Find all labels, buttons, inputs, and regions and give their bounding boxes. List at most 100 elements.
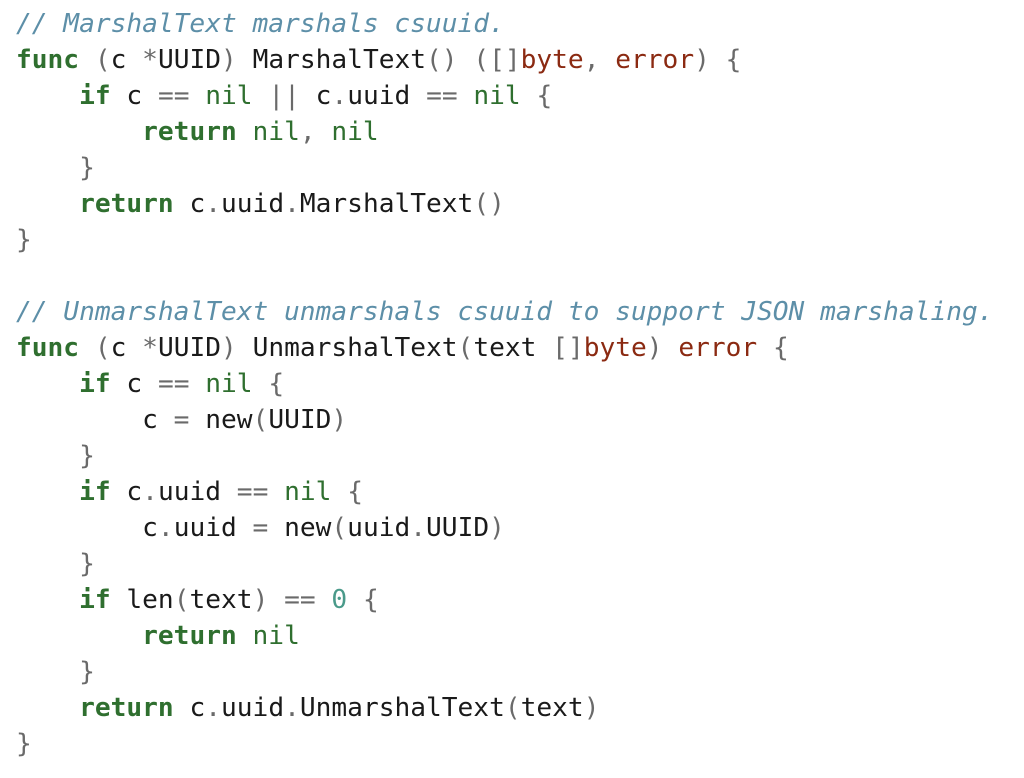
code-punctuation: ( <box>173 585 190 615</box>
code-line: } <box>16 150 1024 186</box>
code-blank-line <box>16 258 1024 294</box>
code-identifier: uuid <box>347 513 411 543</box>
code-type: error <box>678 333 758 363</box>
code-line: if len(text) == 0 { <box>16 582 1024 618</box>
code-nil-literal: nil <box>205 81 253 111</box>
code-keyword: return <box>79 693 174 723</box>
code-view[interactable]: // MarshalText marshals csuuid.func (c *… <box>16 6 1024 778</box>
code-punctuation: { <box>347 585 379 615</box>
code-keyword: func <box>16 333 80 363</box>
code-identifier: uuid <box>173 513 253 543</box>
code-identifier: c <box>315 81 332 111</box>
code-line: return c.uuid.MarshalText() <box>16 186 1024 222</box>
code-punctuation: ( <box>79 333 111 363</box>
code-punctuation: . <box>284 693 300 723</box>
code-identifier: c <box>173 189 206 219</box>
code-identifier <box>16 369 79 399</box>
code-identifier: UnmarshalText <box>299 693 505 723</box>
code-punctuation: ) <box>646 333 679 363</box>
code-punctuation: . <box>331 81 348 111</box>
code-nil-literal: nil <box>252 117 300 147</box>
code-keyword: return <box>79 189 174 219</box>
code-identifier: new <box>189 405 253 435</box>
code-type: error <box>615 45 695 75</box>
code-punctuation: = <box>252 513 269 543</box>
code-identifier <box>16 441 79 471</box>
code-identifier: c <box>110 369 158 399</box>
code-identifier: text <box>473 333 553 363</box>
code-line: if c == nil || c.uuid == nil { <box>16 78 1024 114</box>
code-keyword: if <box>79 369 111 399</box>
code-identifier <box>16 585 79 615</box>
code-identifier: uuid <box>221 693 285 723</box>
code-punctuation: . <box>142 477 158 507</box>
code-punctuation: { <box>252 369 285 399</box>
code-punctuation: } <box>16 225 32 255</box>
code-identifier <box>16 189 79 219</box>
code-punctuation: . <box>205 693 222 723</box>
code-identifier <box>16 549 79 579</box>
code-punctuation: == <box>426 81 458 111</box>
code-line: if c.uuid == nil { <box>16 474 1024 510</box>
code-identifier <box>458 81 474 111</box>
code-nil-literal: nil <box>473 81 521 111</box>
code-line: c.uuid = new(uuid.UUID) <box>16 510 1024 546</box>
code-keyword: func <box>16 45 80 75</box>
code-line: } <box>16 546 1024 582</box>
code-punctuation: ) <box>221 333 253 363</box>
code-punctuation: * <box>142 45 158 75</box>
code-keyword: return <box>142 621 237 651</box>
code-type: byte <box>583 333 647 363</box>
code-identifier <box>16 81 79 111</box>
code-line: func (c *UUID) UnmarshalText(text []byte… <box>16 330 1024 366</box>
code-keyword: return <box>142 117 237 147</box>
code-punctuation: ) <box>489 513 505 543</box>
code-punctuation: ( <box>252 405 269 435</box>
code-punctuation: || <box>252 81 316 111</box>
code-punctuation: } <box>79 549 95 579</box>
code-line: return c.uuid.UnmarshalText(text) <box>16 690 1024 726</box>
code-identifier: uuid <box>221 189 285 219</box>
code-identifier <box>16 693 79 723</box>
code-punctuation: , <box>299 117 332 147</box>
code-identifier: c <box>173 693 206 723</box>
code-identifier: c <box>110 81 158 111</box>
code-identifier <box>237 621 253 651</box>
code-identifier: uuid <box>157 477 237 507</box>
code-identifier: c <box>110 45 143 75</box>
code-punctuation: } <box>16 729 32 759</box>
code-punctuation: { <box>757 333 789 363</box>
code-punctuation: == <box>157 369 190 399</box>
code-identifier: MarshalText <box>252 45 427 75</box>
code-identifier: UUID <box>157 45 222 75</box>
code-line: } <box>16 654 1024 690</box>
code-punctuation: ) <box>331 405 348 435</box>
code-number-literal: 0 <box>331 585 348 615</box>
code-line: return nil <box>16 618 1024 654</box>
code-keyword: if <box>79 585 111 615</box>
code-nil-literal: nil <box>284 477 332 507</box>
code-identifier: c <box>110 477 143 507</box>
code-identifier <box>16 657 79 687</box>
code-type: byte <box>520 45 584 75</box>
code-identifier: UUID <box>426 513 490 543</box>
code-punctuation: { <box>520 81 553 111</box>
code-identifier <box>189 369 205 399</box>
code-line: // MarshalText marshals csuuid. <box>16 6 1024 42</box>
code-identifier: UUID <box>157 333 222 363</box>
code-punctuation: ( <box>331 513 348 543</box>
code-identifier <box>189 81 205 111</box>
code-identifier: text <box>520 693 584 723</box>
code-punctuation: == <box>236 477 269 507</box>
code-punctuation: ) <box>583 693 600 723</box>
code-identifier: text <box>189 585 253 615</box>
code-identifier <box>16 621 142 651</box>
code-line: c = new(UUID) <box>16 402 1024 438</box>
code-line: // UnmarshalText unmarshals csuuid to su… <box>16 294 1024 330</box>
code-keyword: if <box>79 81 111 111</box>
code-identifier <box>237 117 253 147</box>
code-identifier: len <box>110 585 174 615</box>
code-punctuation: == <box>157 81 190 111</box>
code-identifier: c <box>110 333 143 363</box>
code-identifier: new <box>268 513 332 543</box>
